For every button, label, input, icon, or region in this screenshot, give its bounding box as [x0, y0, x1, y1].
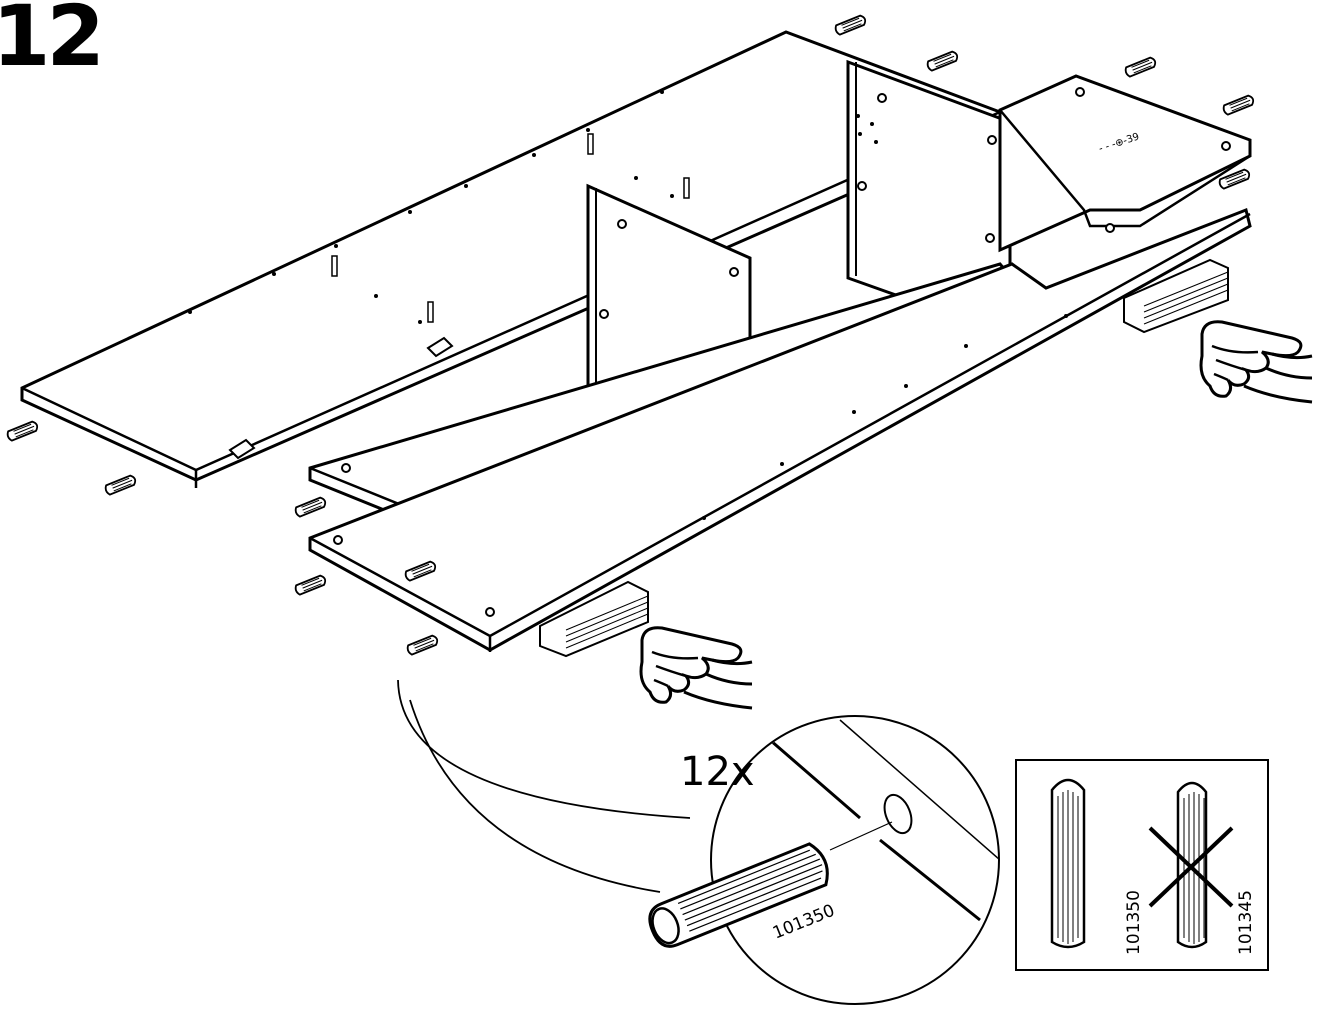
back-divider-panel [846, 59, 1012, 334]
callout-lines [397, 679, 691, 893]
pointing-hand-icon [1199, 320, 1314, 404]
support-block-left [539, 580, 649, 658]
support-block-right [1123, 258, 1229, 334]
pointing-hand-icon [639, 626, 754, 710]
right-shelf-panel: - - -⊕-39 [998, 74, 1252, 253]
long-bottom-panel [308, 207, 1252, 652]
step-number: 12 [0, 0, 105, 85]
correct-dowel-part-number: 101350 [1124, 890, 1144, 955]
wooden-dowel-icon [648, 842, 829, 948]
dowel-quantity: 12x [680, 749, 755, 795]
comparison-box [1015, 759, 1269, 971]
cross-mark-icon [1148, 826, 1234, 908]
detail-magnifier [710, 715, 1000, 1005]
wrong-dowel-part-number: 101345 [1236, 890, 1256, 955]
wooden-dowel-icon [1050, 778, 1086, 949]
long-top-panel [20, 30, 1002, 488]
